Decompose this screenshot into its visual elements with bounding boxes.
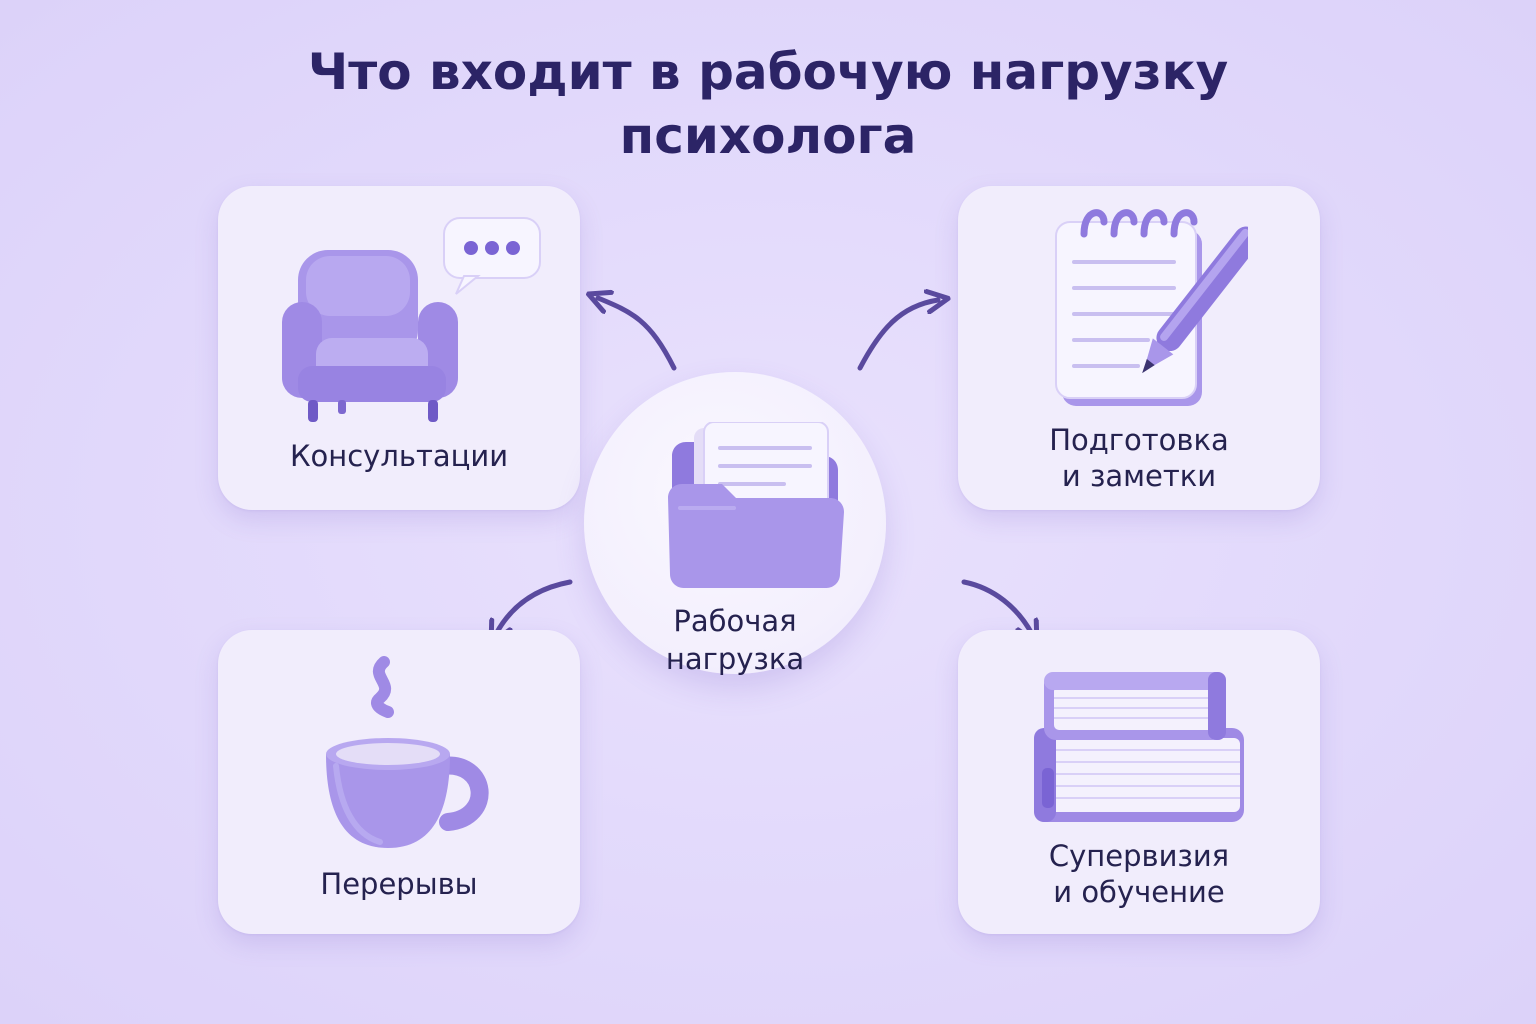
supervision-text-line2: и обучение — [1053, 875, 1225, 909]
hub-label: Рабочая нагрузка — [584, 602, 886, 678]
notepad-pen-icon — [1055, 209, 1248, 406]
card-breaks-label: Перерывы — [218, 866, 580, 902]
arrow-to-consultations — [598, 298, 677, 371]
title-line-1: Что входит в рабочую нагрузку — [307, 43, 1229, 101]
folder-icon — [668, 422, 844, 588]
page-title: Что входит в рабочую нагрузку психолога — [0, 40, 1536, 168]
arrow-to-preparation — [857, 300, 938, 371]
breaks-text: Перерывы — [320, 867, 478, 901]
arrow-to-supervision — [961, 579, 1032, 634]
preparation-text-line1: Подготовка — [1049, 423, 1229, 457]
supervision-text-line1: Супервизия — [1048, 839, 1230, 873]
card-consultations: Консультации — [218, 186, 580, 510]
card-supervision: Супервизия и обучение — [958, 630, 1320, 934]
arrow-to-breaks — [496, 579, 573, 634]
card-preparation: Подготовка и заметки — [958, 186, 1320, 510]
title-line-2: психолога — [619, 107, 917, 165]
consultations-text: Консультации — [289, 439, 509, 473]
books-icon — [1034, 672, 1244, 822]
card-breaks: Перерывы — [218, 630, 580, 934]
card-consultations-label: Консультации — [218, 438, 580, 474]
speech-bubble-icon — [443, 217, 541, 295]
hub-workload: Рабочая нагрузка — [584, 372, 886, 676]
card-preparation-label: Подготовка и заметки — [958, 422, 1320, 494]
preparation-text-line2: и заметки — [1061, 459, 1217, 493]
armchair-icon — [282, 217, 541, 422]
card-supervision-label: Супервизия и обучение — [958, 838, 1320, 910]
hub-text-line2: нагрузка — [665, 642, 805, 676]
coffee-cup-icon — [326, 656, 489, 848]
hub-text-line1: Рабочая — [673, 604, 797, 638]
